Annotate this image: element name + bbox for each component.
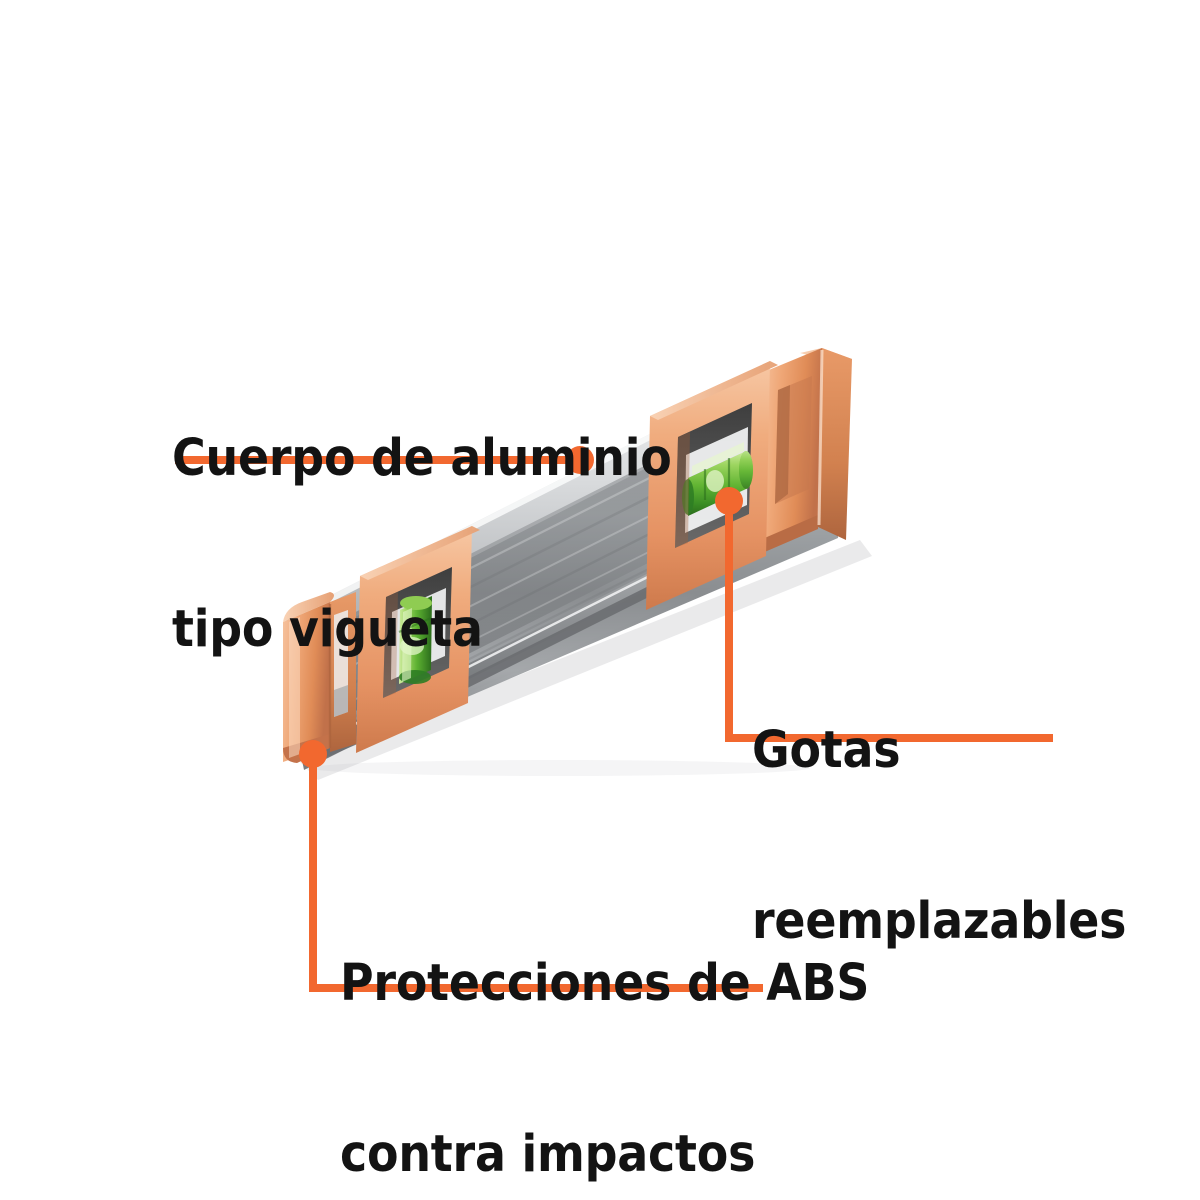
vial-housing-left-inner-shadow [383, 592, 398, 698]
right-cap-foot [760, 515, 818, 554]
callout-label-aluminio: Cuerpo de aluminio tipo vigueta [172, 316, 672, 772]
horizontal-vial [682, 442, 753, 516]
right-cap-edge-highlight [817, 349, 824, 526]
callout-leaders [175, 446, 1053, 992]
plumb-vial-housing [356, 526, 480, 753]
leader-abs-dot [299, 740, 327, 768]
plumb-vial [398, 596, 432, 684]
callout-aluminio-line2: tipo vigueta [172, 600, 483, 659]
callout-aluminio-line1: Cuerpo de aluminio [172, 429, 672, 488]
callout-label-gotas: Gotas reemplazables [752, 608, 1126, 1064]
abs-end-cap-right [760, 348, 852, 554]
vial-bubble-right [706, 470, 724, 492]
left-cap-highlight [289, 617, 300, 758]
callout-gotas-line2: reemplazables [752, 892, 1127, 951]
vial-housing-right-top [650, 361, 778, 420]
leader-abs [299, 740, 763, 992]
leader-gotas-path [725, 501, 1053, 742]
callout-label-abs: Protecciones de ABS contra impactos [340, 841, 869, 1200]
vial-housing-right-inner-shadow [675, 432, 690, 548]
right-cap-outer-face [818, 348, 852, 540]
left-cap-slot-shade [334, 685, 348, 717]
vial-housing-left-top [360, 526, 480, 580]
callout-abs-line1: Protecciones de ABS [340, 954, 870, 1013]
leader-gotas-dot [715, 487, 743, 515]
leader-gotas [715, 487, 1053, 742]
spirit-level-product [283, 348, 872, 780]
abs-end-cap-left [283, 592, 356, 763]
right-cap-pocket-shadow [775, 385, 790, 504]
callout-abs-line2: contra impactos [340, 1125, 756, 1184]
contact-shadow [310, 760, 810, 776]
leader-abs-path [309, 754, 763, 992]
leader-aluminio [175, 446, 594, 474]
callout-gotas-line1: Gotas [752, 721, 901, 780]
left-cap-top-round [283, 592, 334, 622]
leader-aluminio-dot [566, 446, 594, 474]
